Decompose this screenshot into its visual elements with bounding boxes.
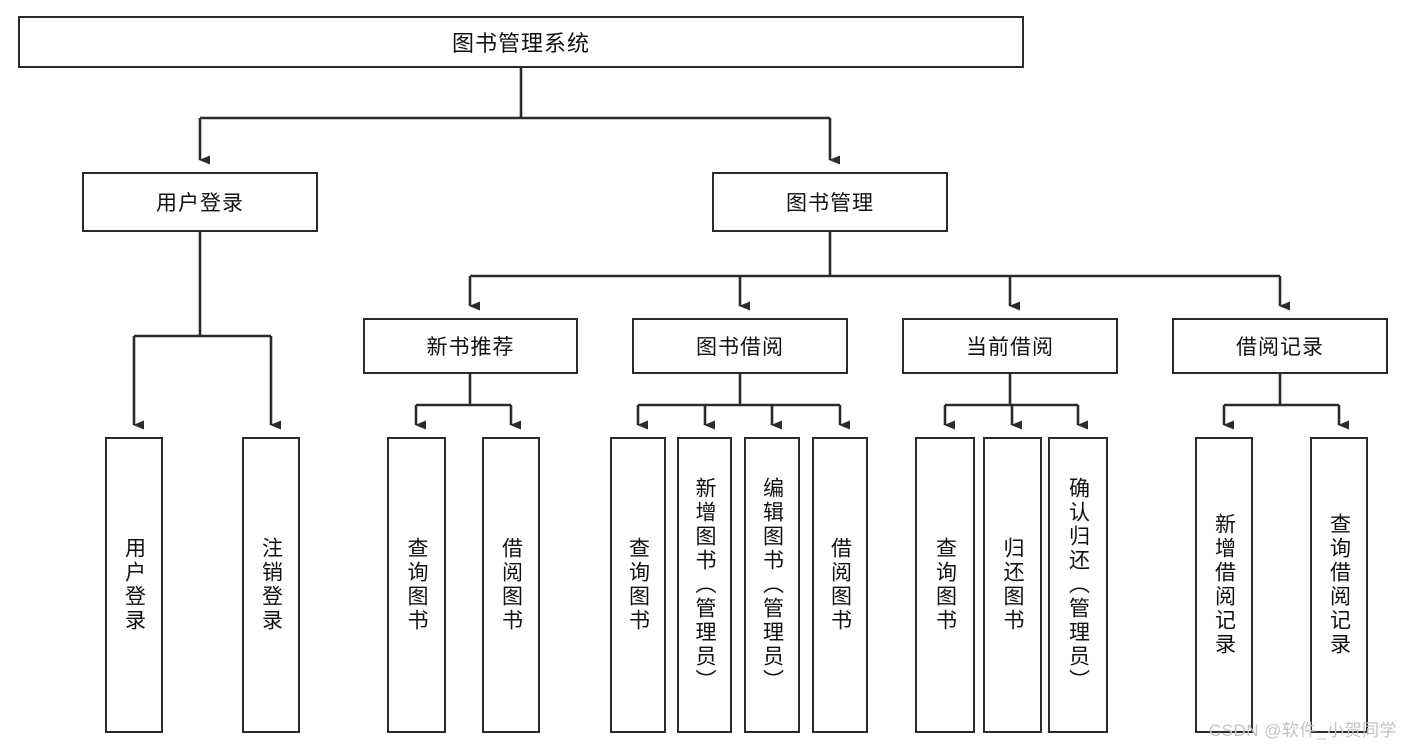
node-book-borrow-label: 图书借阅 <box>696 336 784 359</box>
leaf-add-book-admin-label: 新增图书（管理员） <box>693 477 716 693</box>
leaf-add-borrow-record-label: 新增借阅记录 <box>1212 513 1236 657</box>
node-current-borrow-label: 当前借阅 <box>966 336 1054 359</box>
leaf-return-book[interactable]: 归还图书 <box>983 437 1042 733</box>
node-root[interactable]: 图书管理系统 <box>18 16 1024 68</box>
leaf-query-borrow-record[interactable]: 查询借阅记录 <box>1310 437 1368 733</box>
node-user-login-label: 用户登录 <box>156 192 244 215</box>
leaf-query-book-current[interactable]: 查询图书 <box>915 437 975 733</box>
node-current-borrow[interactable]: 当前借阅 <box>902 318 1118 374</box>
watermark: CSDN @软件_小贺同学 <box>1208 721 1397 740</box>
leaf-query-book-borrow-label: 查询图书 <box>626 537 650 633</box>
leaf-user-login[interactable]: 用户登录 <box>105 437 163 733</box>
leaf-edit-book-admin-label: 编辑图书（管理员） <box>760 477 784 693</box>
leaf-logout-label: 注销登录 <box>259 537 283 633</box>
node-borrow-record[interactable]: 借阅记录 <box>1172 318 1388 374</box>
leaf-logout[interactable]: 注销登录 <box>242 437 300 733</box>
leaf-borrow-book[interactable]: 借阅图书 <box>812 437 868 733</box>
node-book-borrow[interactable]: 图书借阅 <box>632 318 848 374</box>
leaf-add-book-admin[interactable]: 新增图书（管理员） <box>677 437 732 733</box>
leaf-query-book-newbook[interactable]: 查询图书 <box>387 437 446 733</box>
node-root-label: 图书管理系统 <box>451 31 590 56</box>
node-book-management[interactable]: 图书管理 <box>712 172 948 232</box>
leaf-borrow-book-label: 借阅图书 <box>828 537 852 633</box>
leaf-query-borrow-record-label: 查询借阅记录 <box>1327 513 1351 657</box>
leaf-confirm-return-admin[interactable]: 确认归还（管理员） <box>1048 437 1108 733</box>
leaf-return-book-label: 归还图书 <box>1001 537 1024 633</box>
node-user-login[interactable]: 用户登录 <box>82 172 318 232</box>
leaf-borrow-book-newbook-label: 借阅图书 <box>499 537 523 633</box>
node-new-book-recommend[interactable]: 新书推荐 <box>363 318 578 374</box>
leaf-query-book-borrow[interactable]: 查询图书 <box>610 437 666 733</box>
leaf-add-borrow-record[interactable]: 新增借阅记录 <box>1195 437 1253 733</box>
node-new-book-recommend-label: 新书推荐 <box>426 336 515 359</box>
node-book-management-label: 图书管理 <box>786 192 874 215</box>
node-borrow-record-label: 借阅记录 <box>1236 336 1324 359</box>
leaf-edit-book-admin[interactable]: 编辑图书（管理员） <box>744 437 800 733</box>
leaf-user-login-label: 用户登录 <box>122 537 146 633</box>
leaf-query-book-newbook-label: 查询图书 <box>405 537 428 633</box>
leaf-borrow-book-newbook[interactable]: 借阅图书 <box>482 437 540 733</box>
leaf-query-book-current-label: 查询图书 <box>933 537 957 633</box>
leaf-confirm-return-admin-label: 确认归还（管理员） <box>1066 477 1090 693</box>
